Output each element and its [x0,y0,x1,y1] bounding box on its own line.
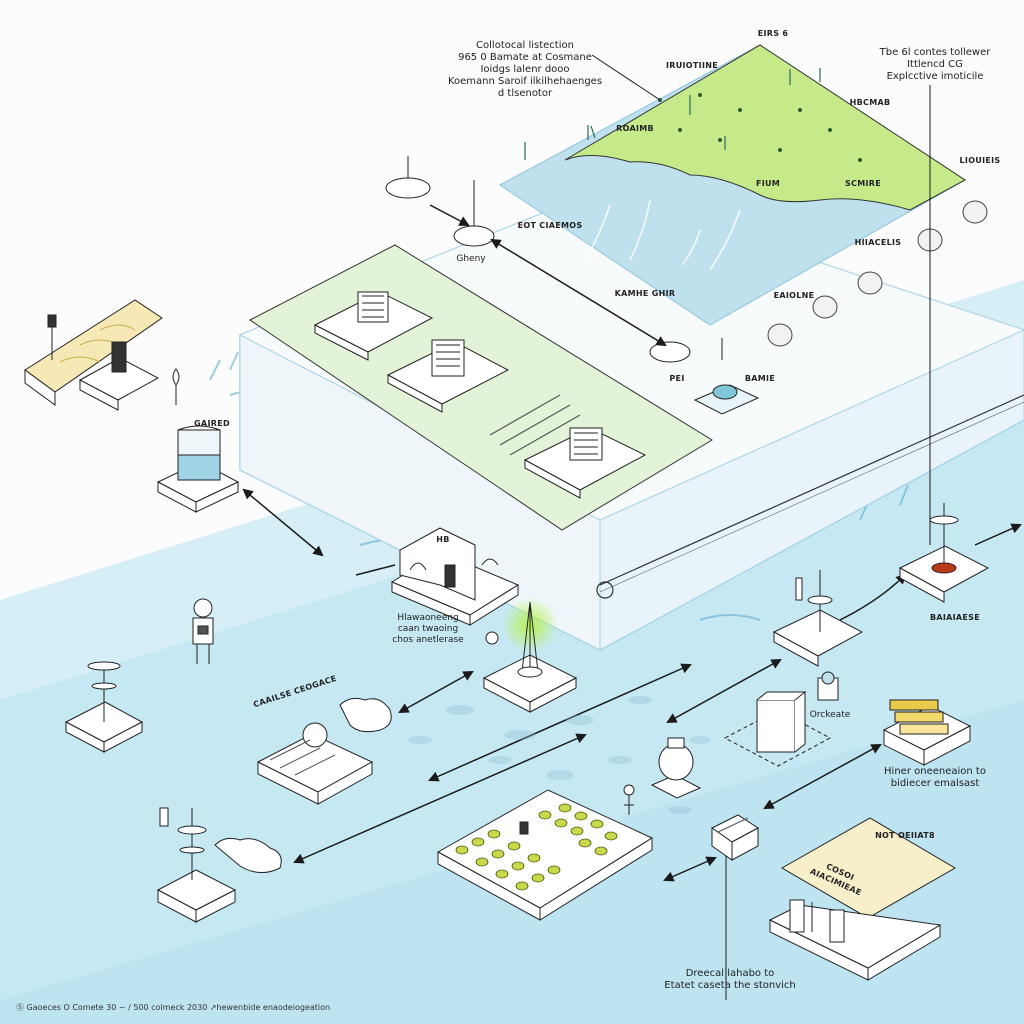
crop-tray [436,784,654,921]
hb-label: HB [436,535,450,544]
bollard-unit [650,737,702,799]
sensor-label-r3: LIOUIEIS [959,156,1001,165]
sensor-label-r2: HBCMAB [849,98,891,107]
wind-turbine-left-1 [64,661,144,753]
footer-caption: Ⓢ Gaoeces O Comete 30 ~ / 500 colmeck 20… [16,1003,331,1012]
not-oeliate-label: NOT OEIIAT8 [875,831,935,840]
yellow-crates [882,699,972,766]
hb-building [390,527,520,645]
top-devices [385,156,760,415]
gaired-label: GAIRED [194,419,230,428]
dreecal-label: Dreecal lahabo to Etatet caseta the ston… [664,968,796,991]
sensor-label-r4: HIIACELIS [854,238,902,247]
kamhe-label: KAMHE GHIR [614,289,676,298]
panel-device-3 [523,427,647,499]
gheny-label: Gheny [456,254,486,264]
right-turbine-1 [898,503,990,603]
edge-sensors [767,200,988,347]
sensor-label-r5: EAIOLNE [773,291,815,300]
water-shadows [408,696,710,814]
field-label-4: SCMIRE [845,179,881,188]
panel-lines [489,394,581,456]
panel-device-1 [313,291,434,361]
panel-device-2 [386,339,510,413]
field-label-3: FIUM [755,179,781,188]
hawa-label: Hlawaoneeng caan twaoing chos anetlerase [392,613,464,645]
connection-arrows [242,54,1022,1000]
bamie-label: BAMIE [744,374,776,383]
top-right-note: Tbe 6l contes tollewer Ittlencd CG Explc… [879,47,991,82]
pei-label: PEI [669,374,685,383]
eot-label: EOT CIAEMOS [517,221,583,230]
hiner-label: Hiner oneeneaion to bidiecer emalsast [884,766,986,789]
gaired-tank [156,368,240,513]
orckeate-unit [723,671,839,767]
processing-unit [711,814,956,981]
right-turbine-2 [772,570,864,667]
top-note: Collotocal listection 965 0 Bamate at Co… [447,40,603,99]
central-mast [482,597,578,713]
green-panel [249,244,713,531]
person-figure [192,598,214,664]
control-box [711,814,759,861]
orckeate-label: Orckeate [809,710,851,720]
wind-turbine-left-2 [156,807,237,923]
baiaese-label: BAIAIAESE [929,613,981,622]
field-label-2: ROAIMB [616,124,654,133]
solar-panel-station [24,299,163,411]
utility-block [214,697,392,873]
sensor-label-r1: EIRS 6 [757,29,789,38]
field-label-1: IRUIOTIINE [666,61,718,70]
